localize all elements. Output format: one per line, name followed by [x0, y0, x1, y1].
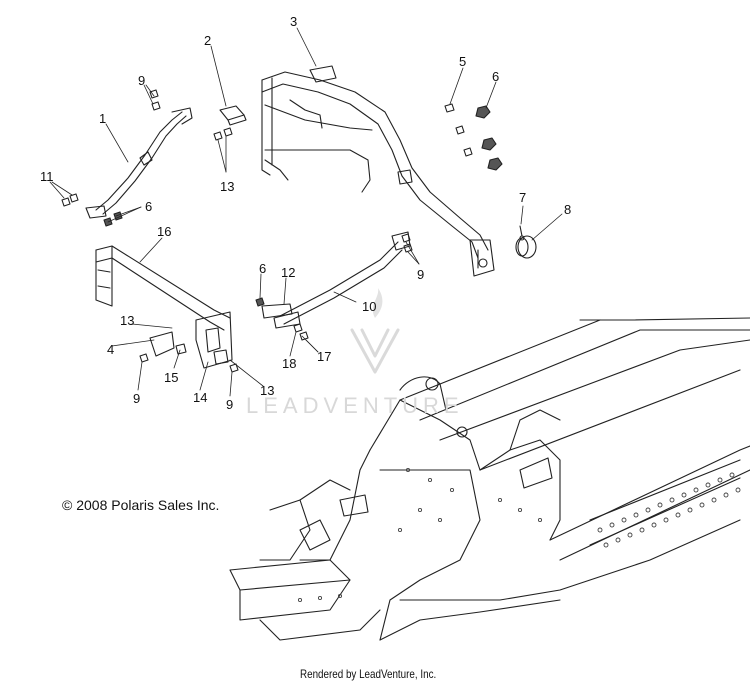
hardware-bolts-nuts-upper — [444, 103, 503, 171]
callout-13-top: 13 — [220, 179, 235, 194]
callout-leaders — [49, 27, 563, 397]
callout-11: 11 — [40, 169, 54, 184]
part-8-plug — [515, 235, 537, 259]
part-10-strut — [261, 231, 411, 329]
chassis-tunnel — [229, 317, 750, 641]
callout-15: 15 — [164, 370, 179, 385]
callout-10: 10 — [362, 299, 377, 314]
part-2-bracket — [219, 105, 247, 126]
callout-5: 5 — [459, 54, 467, 69]
rendered-by-credit: Rendered by LeadVenture, Inc. — [300, 667, 437, 681]
callout-9-top: 9 — [138, 73, 146, 88]
callout-4: 4 — [107, 342, 115, 357]
watermark-logo — [350, 288, 400, 374]
callout-1: 1 — [99, 111, 107, 126]
copyright-notice: © 2008 Polaris Sales Inc. — [62, 497, 220, 513]
watermark-text: LEADVENTURE — [246, 393, 464, 418]
callout-6-left: 6 — [145, 199, 153, 214]
callout-12: 12 — [281, 265, 296, 280]
callout-9-lower-mid: 9 — [226, 397, 234, 412]
callout-13-mid: 13 — [120, 313, 135, 328]
callout-13-lower: 13 — [260, 383, 275, 398]
callout-3: 3 — [290, 14, 298, 29]
callout-2: 2 — [204, 33, 212, 48]
callout-9-lower-left: 9 — [133, 391, 141, 406]
callout-18: 18 — [282, 356, 297, 371]
callout-9-right: 9 — [417, 267, 425, 282]
part-7-rivet — [519, 225, 525, 241]
callout-7: 7 — [519, 190, 527, 205]
callout-14: 14 — [193, 390, 208, 405]
callout-16: 16 — [157, 224, 172, 239]
callout-6-upper: 6 — [492, 69, 500, 84]
part-3-front-frame — [261, 65, 495, 277]
callout-6-lower: 6 — [259, 261, 267, 276]
part-16-crossbar — [95, 245, 233, 369]
part-1-rear-brace — [85, 107, 193, 219]
callout-8: 8 — [564, 202, 572, 217]
callout-17: 17 — [317, 349, 332, 364]
